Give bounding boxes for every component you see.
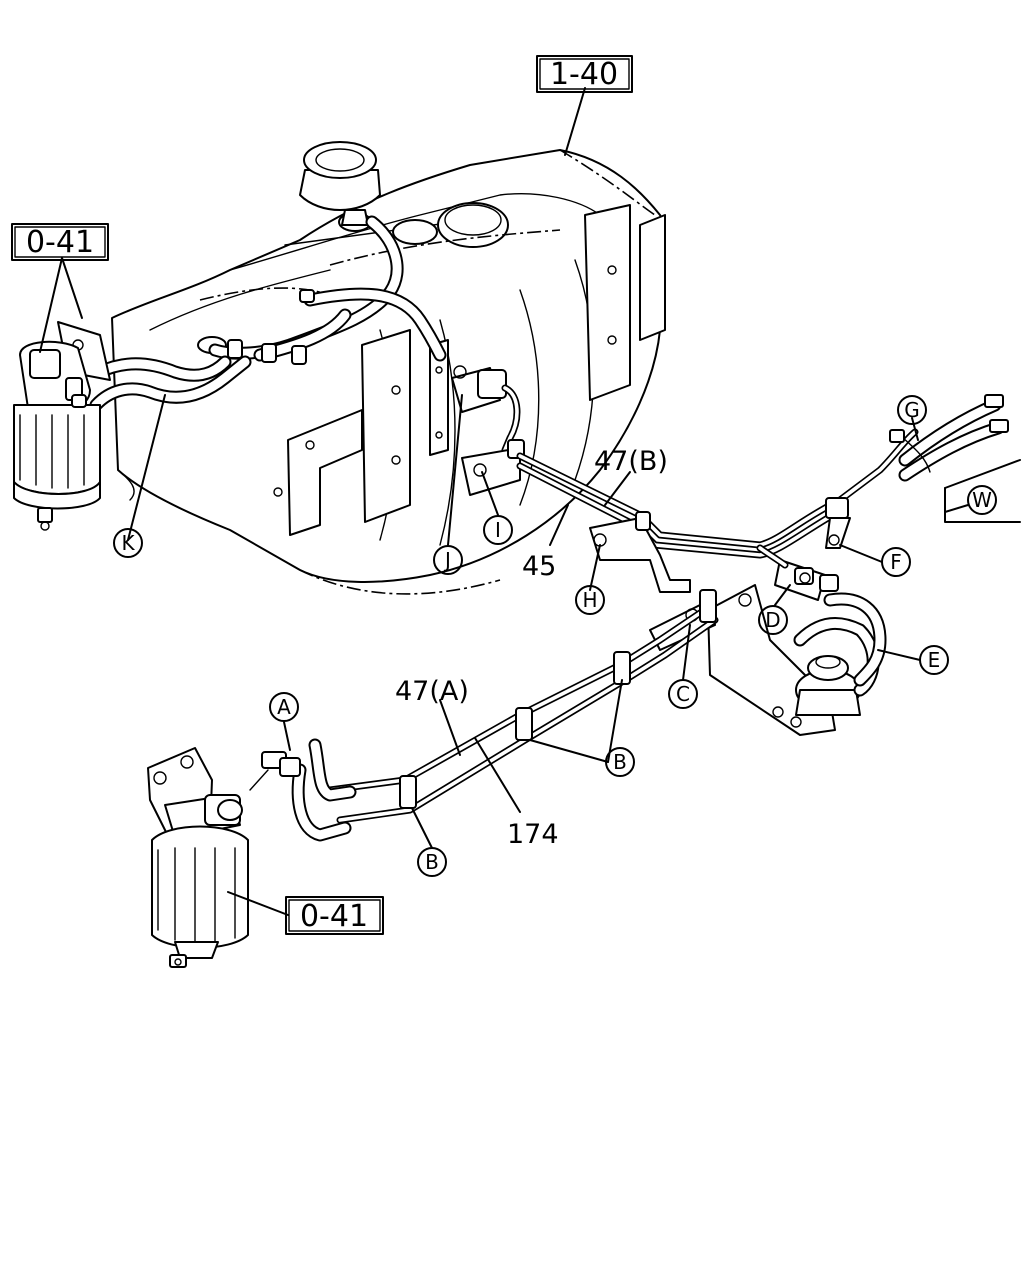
view-w-box xyxy=(944,459,1021,523)
callout-d-label: D xyxy=(765,608,780,632)
connector-j xyxy=(451,365,521,454)
callout-a: A xyxy=(269,692,299,722)
callout-k: K xyxy=(113,528,143,558)
callout-g: G xyxy=(897,395,927,425)
callout-w-label: W xyxy=(972,488,992,512)
part-number-47b: 47(B) xyxy=(594,446,668,477)
hoses-g xyxy=(889,394,1009,482)
part-number-45: 45 xyxy=(522,551,556,582)
fuel-tank xyxy=(111,141,666,595)
callout-e-label: E xyxy=(928,648,941,672)
callout-c-label: C xyxy=(676,682,690,706)
callout-i: I xyxy=(483,515,513,545)
callout-b-right: B xyxy=(605,747,635,777)
part-number-174: 174 xyxy=(507,819,559,850)
callout-b-right-label: B xyxy=(613,750,627,774)
callout-k-label: K xyxy=(121,531,135,555)
hoses-a xyxy=(249,738,357,842)
tank-strap-right xyxy=(584,204,666,401)
callout-i-label: I xyxy=(495,518,501,542)
callout-h-label: H xyxy=(582,588,597,612)
ref-label-0-41-bottom: 0-41 xyxy=(300,899,368,934)
fuel-filter-top xyxy=(13,321,111,531)
callout-w: W xyxy=(967,485,997,515)
hose-k xyxy=(89,355,252,412)
callout-d: D xyxy=(758,605,788,635)
callout-j: J xyxy=(433,545,463,575)
clamp-f xyxy=(825,497,851,549)
callout-h: H xyxy=(575,585,605,615)
connector-d xyxy=(756,544,839,601)
callout-c: C xyxy=(668,679,698,709)
ref-box-0-41-bottom: 0-41 xyxy=(285,896,384,935)
callout-b-left: B xyxy=(417,847,447,877)
filler-neck xyxy=(299,141,381,211)
leader-lines xyxy=(39,87,969,916)
callout-f-label: F xyxy=(890,550,902,574)
tank-strap-left xyxy=(273,329,411,536)
callout-a-label: A xyxy=(277,695,291,719)
ref-box-0-41-top: 0-41 xyxy=(11,223,109,261)
callout-e: E xyxy=(919,645,949,675)
ref-label-0-41-top: 0-41 xyxy=(26,225,94,260)
bracket-i xyxy=(461,439,525,496)
callout-b-left-label: B xyxy=(425,850,439,874)
fuel-filter-bottom xyxy=(147,747,249,968)
pipe-174 xyxy=(336,616,719,824)
tank-return-hoses xyxy=(208,215,447,365)
ref-label-1-40: 1-40 xyxy=(550,57,618,92)
tank-sender-unit xyxy=(197,209,438,354)
bracket-h xyxy=(589,511,691,593)
pipe-47a xyxy=(326,601,716,794)
priming-pump-e xyxy=(793,592,887,716)
callout-g-label: G xyxy=(904,398,920,422)
ref-box-1-40: 1-40 xyxy=(536,55,633,93)
callout-f: F xyxy=(881,547,911,577)
callout-j-label: J xyxy=(443,548,451,572)
part-number-47a: 47(A) xyxy=(395,676,469,707)
